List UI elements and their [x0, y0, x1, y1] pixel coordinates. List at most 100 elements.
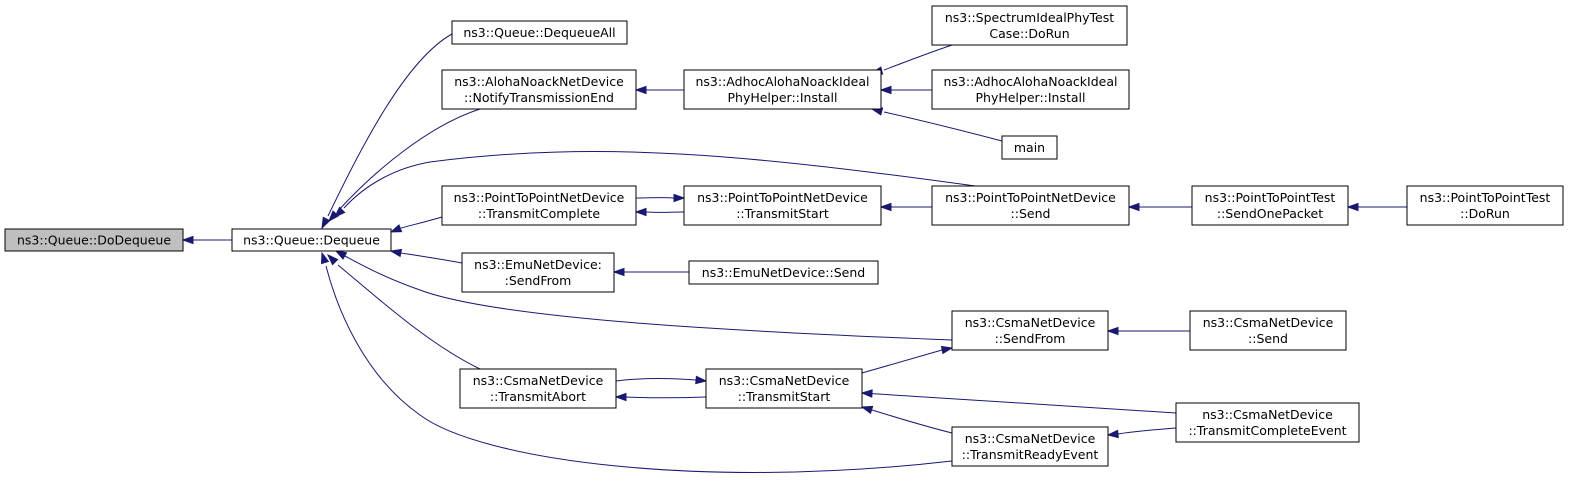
node-label-line: ::TransmitStart	[736, 206, 829, 221]
node-label-line: ::TransmitReadyEvent	[962, 447, 1099, 462]
node-label-line: ns3::AdhocAlohaNoackIdeal	[696, 74, 870, 89]
node-label-line: PhyHelper::Install	[975, 90, 1085, 105]
arrowhead	[634, 207, 647, 217]
edge-line	[871, 409, 953, 434]
edge-line	[1117, 427, 1177, 435]
edge-line	[343, 151, 976, 209]
node-label-line: ns3::PointToPointNetDevice	[945, 190, 1116, 205]
edge-p2p-txcomplete-to-p2p-txstart	[635, 193, 686, 203]
node-label-line: Case::DoRun	[989, 26, 1069, 41]
edge-line	[327, 33, 453, 217]
node-box	[931, 5, 1128, 46]
node-label-line: main	[1014, 140, 1045, 155]
edge-line	[325, 265, 953, 473]
edge-csma-txstart-to-csma-txabort	[614, 392, 707, 402]
edge-emu-sendfrom-to-dequeue	[389, 248, 463, 264]
node-csma-txabort[interactable]: ns3::CsmaNetDevice::TransmitAbort	[459, 368, 617, 409]
node-label-line: ::Send	[1248, 331, 1288, 346]
edge-csma-txready-to-csma-txstart	[860, 405, 953, 434]
node-label-line: ns3::PointToPointNetDevice	[697, 190, 868, 205]
node-box	[951, 310, 1109, 351]
edge-line	[615, 378, 697, 382]
node-box	[1406, 185, 1564, 226]
node-adhoc-install2[interactable]: ns3::AdhocAlohaNoackIdealPhyHelper::Inst…	[931, 69, 1130, 110]
node-p2p-send[interactable]: ns3::PointToPointNetDevice::Send	[931, 185, 1130, 226]
node-label-line: ns3::CsmaNetDevice	[473, 373, 604, 388]
edge-p2p-txstart-to-p2p-txcomplete	[634, 207, 685, 217]
node-main[interactable]: main	[1001, 135, 1058, 160]
edge-line	[861, 392, 1177, 414]
node-label-line: ns3::PointToPointTest	[1205, 190, 1336, 205]
arrowhead	[321, 216, 331, 230]
node-label-line: ns3::SpectrumIdealPhyTest	[945, 10, 1114, 25]
arrowhead	[695, 375, 708, 385]
edge-p2p-send-to-p2p-txstart	[879, 202, 932, 212]
node-emu-sendfrom[interactable]: ns3::EmuNetDevice::SendFrom	[461, 252, 615, 293]
edges-layer	[181, 33, 1407, 473]
arrowhead	[389, 224, 403, 233]
node-dequeueall[interactable]: ns3::Queue::DequeueAll	[451, 20, 628, 45]
edge-csma-txcomplete-to-csma-txready	[1106, 427, 1177, 439]
node-box	[931, 69, 1130, 110]
arrowhead	[333, 206, 346, 219]
arrowhead	[860, 389, 873, 398]
node-box	[688, 260, 879, 285]
node-label-line: ns3::Queue::DequeueAll	[463, 25, 615, 40]
node-dodequeue: ns3::Queue::DoDequeue	[4, 228, 184, 252]
node-label-line: :SendFrom	[505, 273, 572, 288]
node-csma-txcomplete[interactable]: ns3::CsmaNetDevice::TransmitCompleteEven…	[1175, 402, 1360, 443]
arrowhead	[389, 248, 403, 258]
node-box	[1175, 402, 1360, 443]
node-label-line: ns3::PointToPointTest	[1420, 190, 1551, 205]
node-p2ptest-sendone[interactable]: ns3::PointToPointTest::SendOnePacket	[1191, 185, 1349, 226]
node-csma-txready[interactable]: ns3::CsmaNetDevice::TransmitReadyEvent	[951, 426, 1109, 467]
node-label-line: ns3::Queue::Dequeue	[243, 233, 380, 248]
nodes-layer: ns3::Queue::DoDequeue ns3::Queue::Dequeue…	[4, 5, 1564, 467]
node-emu-send[interactable]: ns3::EmuNetDevice::Send	[688, 260, 879, 285]
node-label-line: ns3::AlohaNoackNetDevice	[454, 74, 624, 89]
edge-csma-txstart-to-csma-sendfrom	[861, 345, 954, 374]
node-box	[683, 69, 882, 110]
node-p2p-txcomplete[interactable]: ns3::PointToPointNetDevice::TransmitComp…	[441, 185, 637, 226]
arrowhead	[673, 193, 686, 203]
arrowhead	[1106, 326, 1119, 336]
node-label-line: ns3::CsmaNetDevice	[1203, 315, 1334, 330]
node-label-line: ns3::AdhocAlohaNoackIdeal	[944, 74, 1118, 89]
arrowhead	[320, 251, 330, 265]
node-box	[683, 185, 882, 226]
node-p2ptest-dorun[interactable]: ns3::PointToPointTest::DoRun	[1406, 185, 1564, 226]
arrowhead	[181, 235, 194, 245]
node-csma-sendfrom[interactable]: ns3::CsmaNetDevice::SendFrom	[951, 310, 1109, 351]
node-label-line: ::NotifyTransmissionEnd	[464, 90, 614, 105]
node-csma-txstart[interactable]: ns3::CsmaNetDevice::TransmitStart	[705, 368, 863, 409]
arrowhead	[879, 85, 892, 95]
edge-csma-txcomplete-to-csma-txstart	[860, 389, 1177, 414]
edge-line	[337, 264, 481, 370]
edge-line	[625, 396, 707, 399]
edge-csma-send-to-csma-sendfrom	[1106, 326, 1190, 336]
arrowhead	[634, 85, 647, 95]
node-dequeue[interactable]: ns3::Queue::Dequeue	[231, 228, 392, 252]
node-label-line: ns3::Queue::DoDequeue	[17, 233, 171, 248]
node-aloha-notify[interactable]: ns3::AlohaNoackNetDevice::NotifyTransmis…	[441, 69, 637, 110]
edge-csma-txready-to-dequeue	[320, 251, 953, 473]
edge-line	[344, 255, 953, 341]
node-box	[441, 69, 637, 110]
node-csma-send[interactable]: ns3::CsmaNetDevice::Send	[1189, 310, 1347, 351]
arrowhead	[860, 405, 874, 415]
node-label-line: ns3::PointToPointNetDevice	[454, 190, 625, 205]
arrowhead	[612, 267, 625, 277]
edge-line	[336, 108, 481, 213]
arrowhead	[334, 250, 348, 260]
node-label-line: ::DoRun	[1460, 206, 1510, 221]
node-adhoc-install[interactable]: ns3::AdhocAlohaNoackIdealPhyHelper::Inst…	[683, 69, 882, 110]
node-label-line: ::TransmitCompleteEvent	[1188, 423, 1346, 438]
node-box	[1001, 135, 1058, 160]
node-p2p-txstart[interactable]: ns3::PointToPointNetDevice::TransmitStar…	[683, 185, 882, 226]
node-box	[931, 185, 1130, 226]
edge-csma-txabort-to-csma-txstart	[615, 375, 708, 385]
node-label-line: ns3::EmuNetDevice:	[474, 257, 602, 272]
arrowhead	[326, 253, 339, 266]
edge-line	[861, 349, 943, 374]
